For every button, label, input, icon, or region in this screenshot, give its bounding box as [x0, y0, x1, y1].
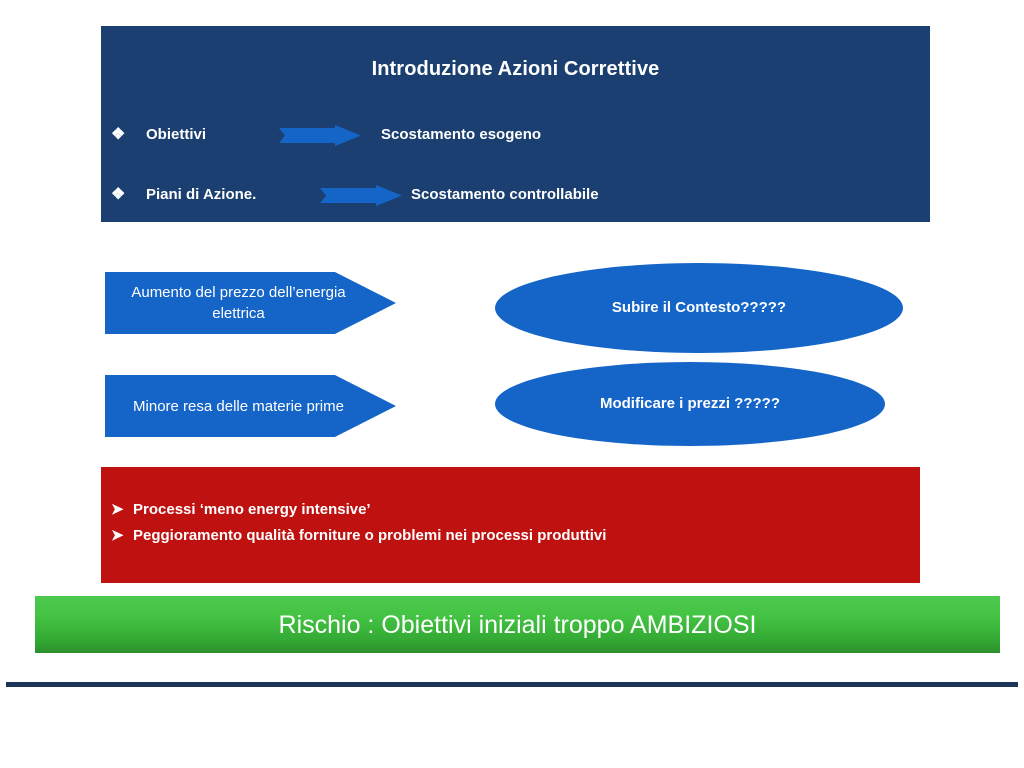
list-item: ➤ Peggioramento qualità forniture o prob… [111, 523, 914, 549]
red-panel-item-label-1: Peggioramento qualità forniture o proble… [133, 527, 607, 544]
header-row-0: ❖ Obiettivi Scostamento esogeno [101, 118, 930, 152]
header-row-1: ❖ Piani di Azione. Scostamento controlla… [101, 178, 930, 212]
list-item: ➤ Processi ‘meno energy intensive’ [111, 497, 914, 523]
right-arrow-icon [279, 125, 361, 146]
header-panel: Introduzione Azioni Correttive ❖ Obietti… [101, 26, 930, 222]
response-ellipse-0: Subire il Contesto????? [495, 263, 903, 353]
cause-arrow-shape-1: Minore resa delle materie prime [105, 375, 396, 437]
red-panel-list: ➤ Processi ‘meno energy intensive’ ➤ Peg… [111, 497, 914, 549]
header-row-0-left-label: Obiettivi [146, 126, 207, 143]
header-row-0-right-label: Scostamento esogeno [381, 126, 542, 143]
bottom-divider [6, 682, 1018, 687]
red-panel: ➤ Processi ‘meno energy intensive’ ➤ Peg… [101, 467, 920, 583]
header-row-1-right-label: Scostamento controllabile [411, 186, 599, 203]
red-panel-item-label-0: Processi ‘meno energy intensive’ [133, 501, 371, 518]
response-ellipse-label-0: Subire il Contesto????? [611, 299, 787, 316]
page-title: Introduzione Azioni Correttive [371, 58, 660, 80]
response-ellipse-label-1: Modificare i prezzi ????? [599, 395, 780, 412]
diamond-bullet-icon: ❖ [111, 186, 126, 203]
arrow-bullet-icon: ➤ [111, 527, 124, 544]
right-arrow-icon [320, 185, 402, 206]
cause-arrow-shape-0: Aumento del prezzo dell’energia elettric… [105, 272, 396, 334]
green-banner: Rischio : Obiettivi iniziali troppo AMBI… [35, 596, 1000, 653]
cause-arrow-label-0: Aumento del prezzo dell’energia elettric… [131, 284, 346, 322]
response-ellipse-1: Modificare i prezzi ????? [495, 362, 885, 446]
arrow-bullet-icon: ➤ [111, 501, 124, 518]
header-row-1-left-label: Piani di Azione. [146, 186, 257, 203]
diamond-bullet-icon: ❖ [111, 126, 126, 143]
cause-arrow-label-1: Minore resa delle materie prime [133, 397, 344, 415]
green-banner-label: Rischio : Obiettivi iniziali troppo AMBI… [278, 610, 757, 639]
